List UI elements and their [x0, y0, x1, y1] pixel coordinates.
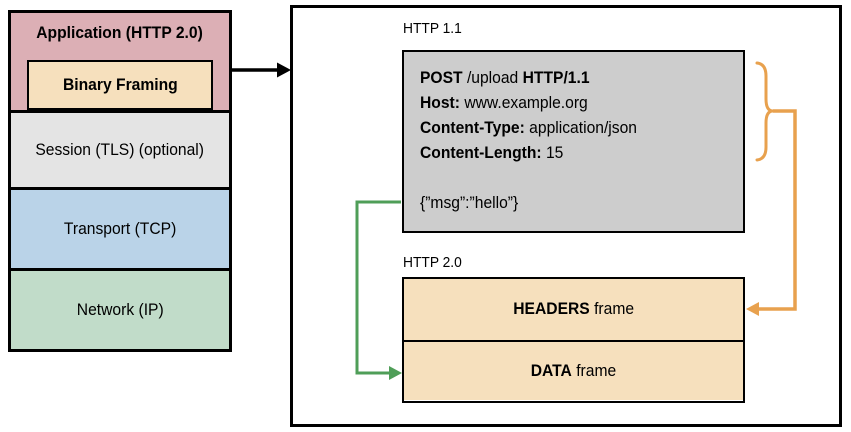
host-header-key: Host: — [420, 93, 460, 112]
request-target: /upload — [462, 68, 523, 87]
http11-label: HTTP 1.1 — [403, 20, 462, 37]
stack-layer-application: Application (HTTP 2.0) Binary Framing — [11, 13, 229, 110]
session-layer-label: Session (TLS) (optional) — [35, 140, 205, 159]
data-frame-name: DATA — [530, 360, 572, 380]
host-header: Host: www.example.org — [420, 90, 743, 115]
content-type-value: application/json — [524, 118, 638, 137]
network-layer-label: Network (IP) — [76, 300, 164, 319]
headers-frame: HEADERS frame — [404, 279, 743, 340]
content-length-key: Content-Length: — [420, 143, 542, 162]
headers-frame-name: HEADERS — [513, 299, 590, 319]
frames-box: HEADERS frame DATA frame — [402, 277, 745, 403]
content-type-header: Content-Type: application/json — [420, 115, 743, 140]
data-frame: DATA frame — [404, 339, 743, 400]
blank-line — [420, 165, 743, 190]
stack-layer-network: Network (IP) — [11, 268, 229, 349]
content-length-value: 15 — [541, 143, 564, 162]
http-message-panel: HTTP 1.1 POST /upload HTTP/1.1 Host: www… — [290, 5, 842, 427]
request-body: {”msg”:”hello”} — [420, 193, 519, 212]
content-type-key: Content-Type: — [420, 118, 525, 137]
host-header-value: www.example.org — [459, 93, 588, 112]
http11-request-box: POST /upload HTTP/1.1 Host: www.example.… — [402, 50, 745, 233]
content-length-header: Content-Length: 15 — [420, 140, 743, 165]
http20-label: HTTP 2.0 — [403, 254, 462, 271]
request-version: HTTP/1.1 — [522, 68, 590, 87]
application-layer-label: Application (HTTP 2.0) — [36, 23, 204, 42]
stack-layer-session: Session (TLS) (optional) — [11, 110, 229, 187]
transport-layer-label: Transport (TCP) — [63, 219, 177, 238]
data-frame-suffix: frame — [571, 360, 617, 380]
binary-framing-box: Binary Framing — [27, 60, 213, 110]
request-method: POST — [420, 68, 463, 87]
binary-framing-label: Binary Framing — [62, 75, 178, 94]
request-line: POST /upload HTTP/1.1 — [420, 65, 743, 90]
stack-layer-transport: Transport (TCP) — [11, 187, 229, 268]
headers-frame-suffix: frame — [589, 299, 634, 319]
flow-arrow — [232, 62, 291, 78]
protocol-stack: Application (HTTP 2.0) Binary Framing Se… — [8, 10, 232, 352]
